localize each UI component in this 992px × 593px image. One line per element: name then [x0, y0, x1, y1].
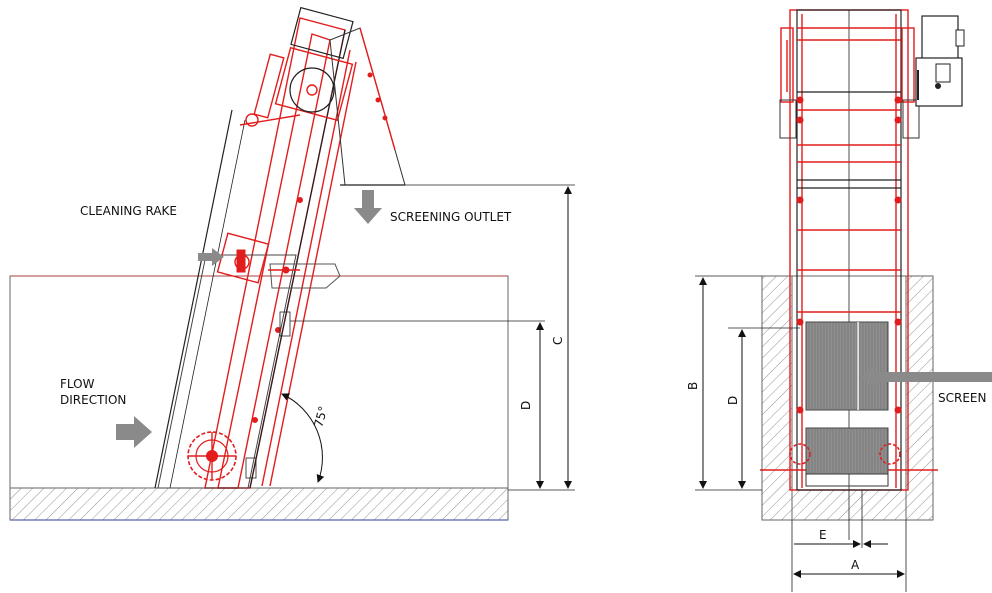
channel-floor-hatch: [9, 487, 509, 521]
front-motor: [915, 15, 965, 107]
flow-direction-arrow: [116, 416, 152, 448]
bottom-sprocket: [187, 431, 237, 481]
dimension-b-label: B: [686, 382, 700, 390]
side-motor: [290, 6, 354, 60]
cross-members: [760, 27, 938, 471]
deflector-plate: [269, 263, 341, 289]
rake-pointer-arrow: [198, 248, 224, 266]
dimension-e-label: E: [819, 528, 827, 542]
screen-panel-lower: [805, 427, 889, 475]
dimension-c-label: C: [551, 337, 565, 345]
screen-panel-upper: [805, 321, 889, 411]
dimension-d-label: D: [519, 401, 533, 410]
right-wall-hatch: [905, 275, 934, 521]
screen-label: SCREEN: [938, 391, 986, 405]
left-wall-hatch: [761, 275, 793, 521]
front-view: SCREEN B D E A: [686, 9, 992, 592]
lower-screen-panel: [157, 254, 297, 489]
inclined-screen-machine: [154, 6, 406, 489]
angle-arc: [281, 393, 325, 483]
left-drive: [779, 27, 804, 204]
screen-pointer-arrow: [860, 366, 992, 388]
right-drive: [894, 27, 920, 204]
side-view: 75° CLEANING RAKE SCREENING OUTLET FLOW …: [9, 6, 575, 521]
dimension-a-label: A: [851, 558, 860, 572]
dimension-d-front-label: D: [726, 396, 740, 405]
screen-hatching: [808, 322, 888, 474]
screening-outlet-label: SCREENING OUTLET: [390, 210, 512, 224]
flow-direction-label-line1: FLOW: [60, 377, 95, 391]
angle-label: 75°: [311, 405, 330, 429]
flow-direction-label-line2: DIRECTION: [60, 393, 126, 407]
cleaning-rake-label: CLEANING RAKE: [80, 204, 177, 218]
screening-outlet-arrow: [354, 190, 382, 224]
